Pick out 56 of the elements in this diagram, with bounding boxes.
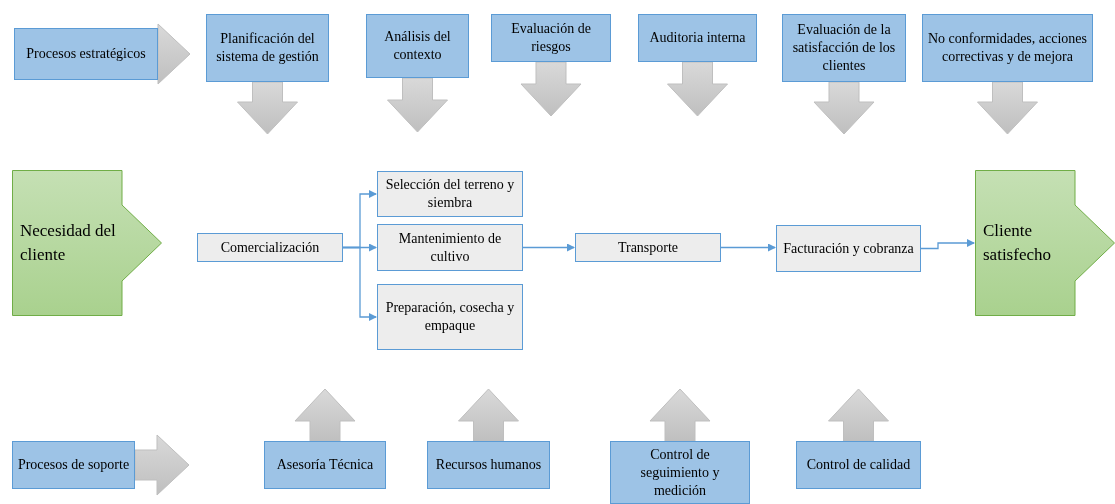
process-box bbox=[427, 441, 550, 489]
process-box bbox=[377, 284, 523, 350]
process-box bbox=[206, 14, 329, 82]
node-label: Necesidad del cliente bbox=[19, 220, 117, 266]
process-box bbox=[776, 225, 921, 272]
node-label: Planificación del sistema de gestión bbox=[215, 30, 320, 66]
node-label: Evaluación de la satisfacción de los clientes bbox=[791, 21, 897, 75]
node-label: Evaluación de riesgos bbox=[510, 20, 592, 56]
node-label: Procesos estratégicos bbox=[25, 45, 147, 63]
process-box bbox=[12, 441, 135, 489]
arrow bbox=[720, 243, 776, 252]
block-arrow bbox=[458, 388, 519, 442]
block-arrow bbox=[134, 434, 190, 496]
node-label: Control de seguimiento y medición bbox=[639, 445, 721, 500]
process-box bbox=[366, 14, 469, 78]
arrow bbox=[342, 246, 377, 321]
process-box bbox=[782, 14, 906, 82]
block-arrow bbox=[813, 81, 875, 135]
process-box bbox=[377, 171, 523, 217]
process-box bbox=[638, 14, 757, 62]
block-arrow bbox=[294, 388, 356, 442]
node-label: Selección del terreno y siembra bbox=[384, 176, 516, 212]
node-label: Preparación, cosecha y empaque bbox=[384, 299, 516, 335]
process-box bbox=[575, 233, 721, 262]
block-arrow bbox=[520, 61, 582, 117]
node-label: Auditoria interna bbox=[648, 29, 747, 47]
node-label: Comercialización bbox=[219, 238, 321, 257]
process-box bbox=[491, 14, 611, 62]
node-label: Recursos humanos bbox=[434, 456, 543, 474]
node-label: No conformidades, acciones correctivas y de mejora bbox=[927, 30, 1088, 66]
process-box bbox=[377, 224, 523, 271]
block-arrow bbox=[977, 81, 1038, 135]
block-arrow bbox=[237, 81, 298, 135]
process-box bbox=[796, 441, 921, 489]
node-label: Procesos de soporte bbox=[16, 456, 131, 474]
arrow bbox=[920, 239, 975, 250]
process-box bbox=[922, 14, 1093, 82]
node-label: Cliente satisfecho bbox=[982, 220, 1052, 266]
node-label: Análisis del contexto bbox=[383, 28, 452, 64]
node-label: Control de calidad bbox=[805, 456, 912, 474]
process-box bbox=[610, 441, 750, 504]
node-label: Asesoría Técnica bbox=[275, 456, 375, 474]
block-arrow bbox=[649, 388, 711, 442]
block-arrow bbox=[828, 388, 889, 442]
node-label: Facturación y cobranza bbox=[782, 239, 915, 258]
arrow bbox=[522, 243, 575, 252]
arrow-block bbox=[975, 170, 1115, 316]
block-arrow bbox=[387, 77, 448, 133]
process-box bbox=[14, 28, 158, 80]
arrow-block bbox=[12, 170, 162, 316]
process-box bbox=[197, 233, 343, 262]
node-label: Mantenimiento de cultivo bbox=[397, 229, 503, 266]
block-arrow bbox=[667, 61, 728, 117]
process-box bbox=[264, 441, 386, 489]
block-arrow bbox=[157, 23, 191, 85]
node-label: Transporte bbox=[616, 238, 680, 257]
